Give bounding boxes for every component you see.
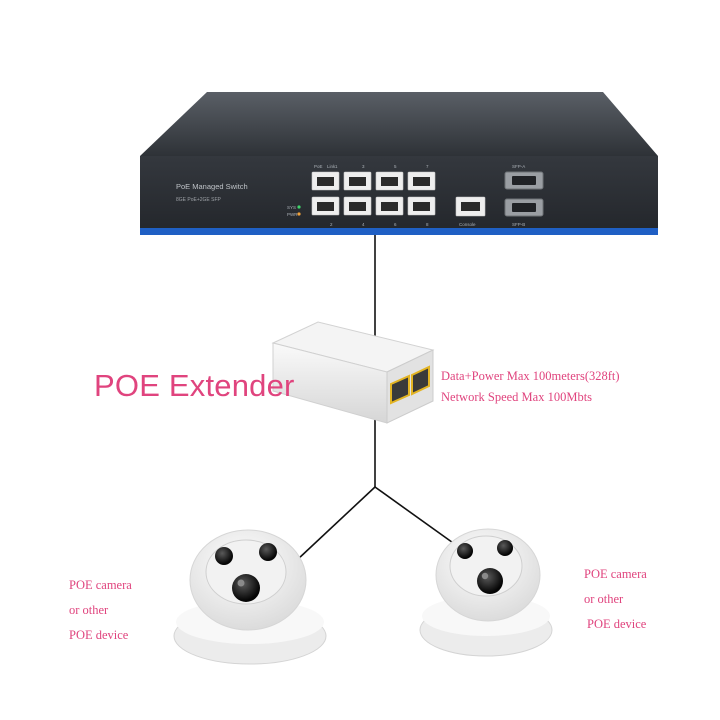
led-label: SYS <box>287 205 296 210</box>
sfp-port-cavity <box>512 176 536 185</box>
camera-ir-led <box>215 547 233 565</box>
left-device-line-3: POE device <box>69 628 129 642</box>
switch-top-panel <box>140 92 658 156</box>
port-label: 1 <box>335 164 338 169</box>
port-label: 6 <box>394 222 397 227</box>
console-port-cavity <box>461 202 480 211</box>
rj45-port-cavity <box>349 202 366 211</box>
port-label: 3 <box>362 164 365 169</box>
port-label: 5 <box>394 164 397 169</box>
rj45-port-cavity <box>381 202 398 211</box>
switch-brand-text: PoE Managed Switch <box>176 182 248 191</box>
sfp-port-cavity <box>512 203 536 212</box>
led-label: PWR <box>287 212 298 217</box>
switch-front-panel <box>140 156 658 230</box>
port-label: 7 <box>426 164 429 169</box>
camera-lens <box>477 568 503 594</box>
rj45-port-cavity <box>317 202 334 211</box>
port-label: PoE <box>314 164 323 169</box>
camera-lens-highlight <box>481 572 489 580</box>
extender-title: POE Extender <box>94 368 295 403</box>
rj45-port-cavity <box>413 177 430 186</box>
led-indicator <box>297 212 301 216</box>
left-device-line-2: or other <box>69 603 109 617</box>
rj45-port-cavity <box>413 202 430 211</box>
cable-to-left-camera <box>296 486 376 561</box>
console-label: Console <box>459 222 476 227</box>
camera-ir-led <box>497 540 513 556</box>
port-label: 8 <box>426 222 429 227</box>
camera-lens <box>232 574 260 602</box>
rj45-port[interactable] <box>411 365 430 396</box>
port-label: Link <box>327 164 336 169</box>
camera-ir-led <box>259 543 277 561</box>
rj45-port-cavity <box>317 177 334 186</box>
port-label: 2 <box>330 222 333 227</box>
sfp-label: SFP-A <box>512 164 525 169</box>
rj45-port-cavity <box>381 177 398 186</box>
camera-lens-highlight <box>237 579 245 587</box>
rj45-port-cavity <box>349 177 366 186</box>
camera-ir-led <box>457 543 473 559</box>
right-device-line-2: or other <box>584 592 624 606</box>
cable-to-right-camera <box>374 486 457 546</box>
switch-accent-stripe <box>140 228 658 235</box>
extender-spec-speed: Network Speed Max 100Mbts <box>441 390 593 404</box>
rj45-port[interactable] <box>390 374 410 405</box>
extender-spec-distance: Data+Power Max 100meters(328ft) <box>441 369 620 383</box>
led-indicator <box>297 205 301 209</box>
right-device-line-3: POE device <box>587 617 647 631</box>
left-device-line-1: POE camera <box>69 578 132 592</box>
poe-extender-device <box>271 321 435 424</box>
right-device-caption: POE camera or other POE device <box>584 562 647 637</box>
port-label: 4 <box>362 222 365 227</box>
dome-camera-left <box>173 529 327 665</box>
network-cables <box>296 235 457 561</box>
left-device-caption: POE camera or other POE device <box>69 573 132 648</box>
switch-sub-text: 8GE PoE+2GE SFP <box>176 197 222 203</box>
dome-camera-right <box>419 528 553 657</box>
poe-switch: PoE Managed Switch 8GE PoE+2GE SFP PoE L… <box>140 92 658 235</box>
right-device-line-1: POE camera <box>584 567 647 581</box>
sfp-cages <box>504 171 544 217</box>
sfp-label: SFP-B <box>512 222 525 227</box>
